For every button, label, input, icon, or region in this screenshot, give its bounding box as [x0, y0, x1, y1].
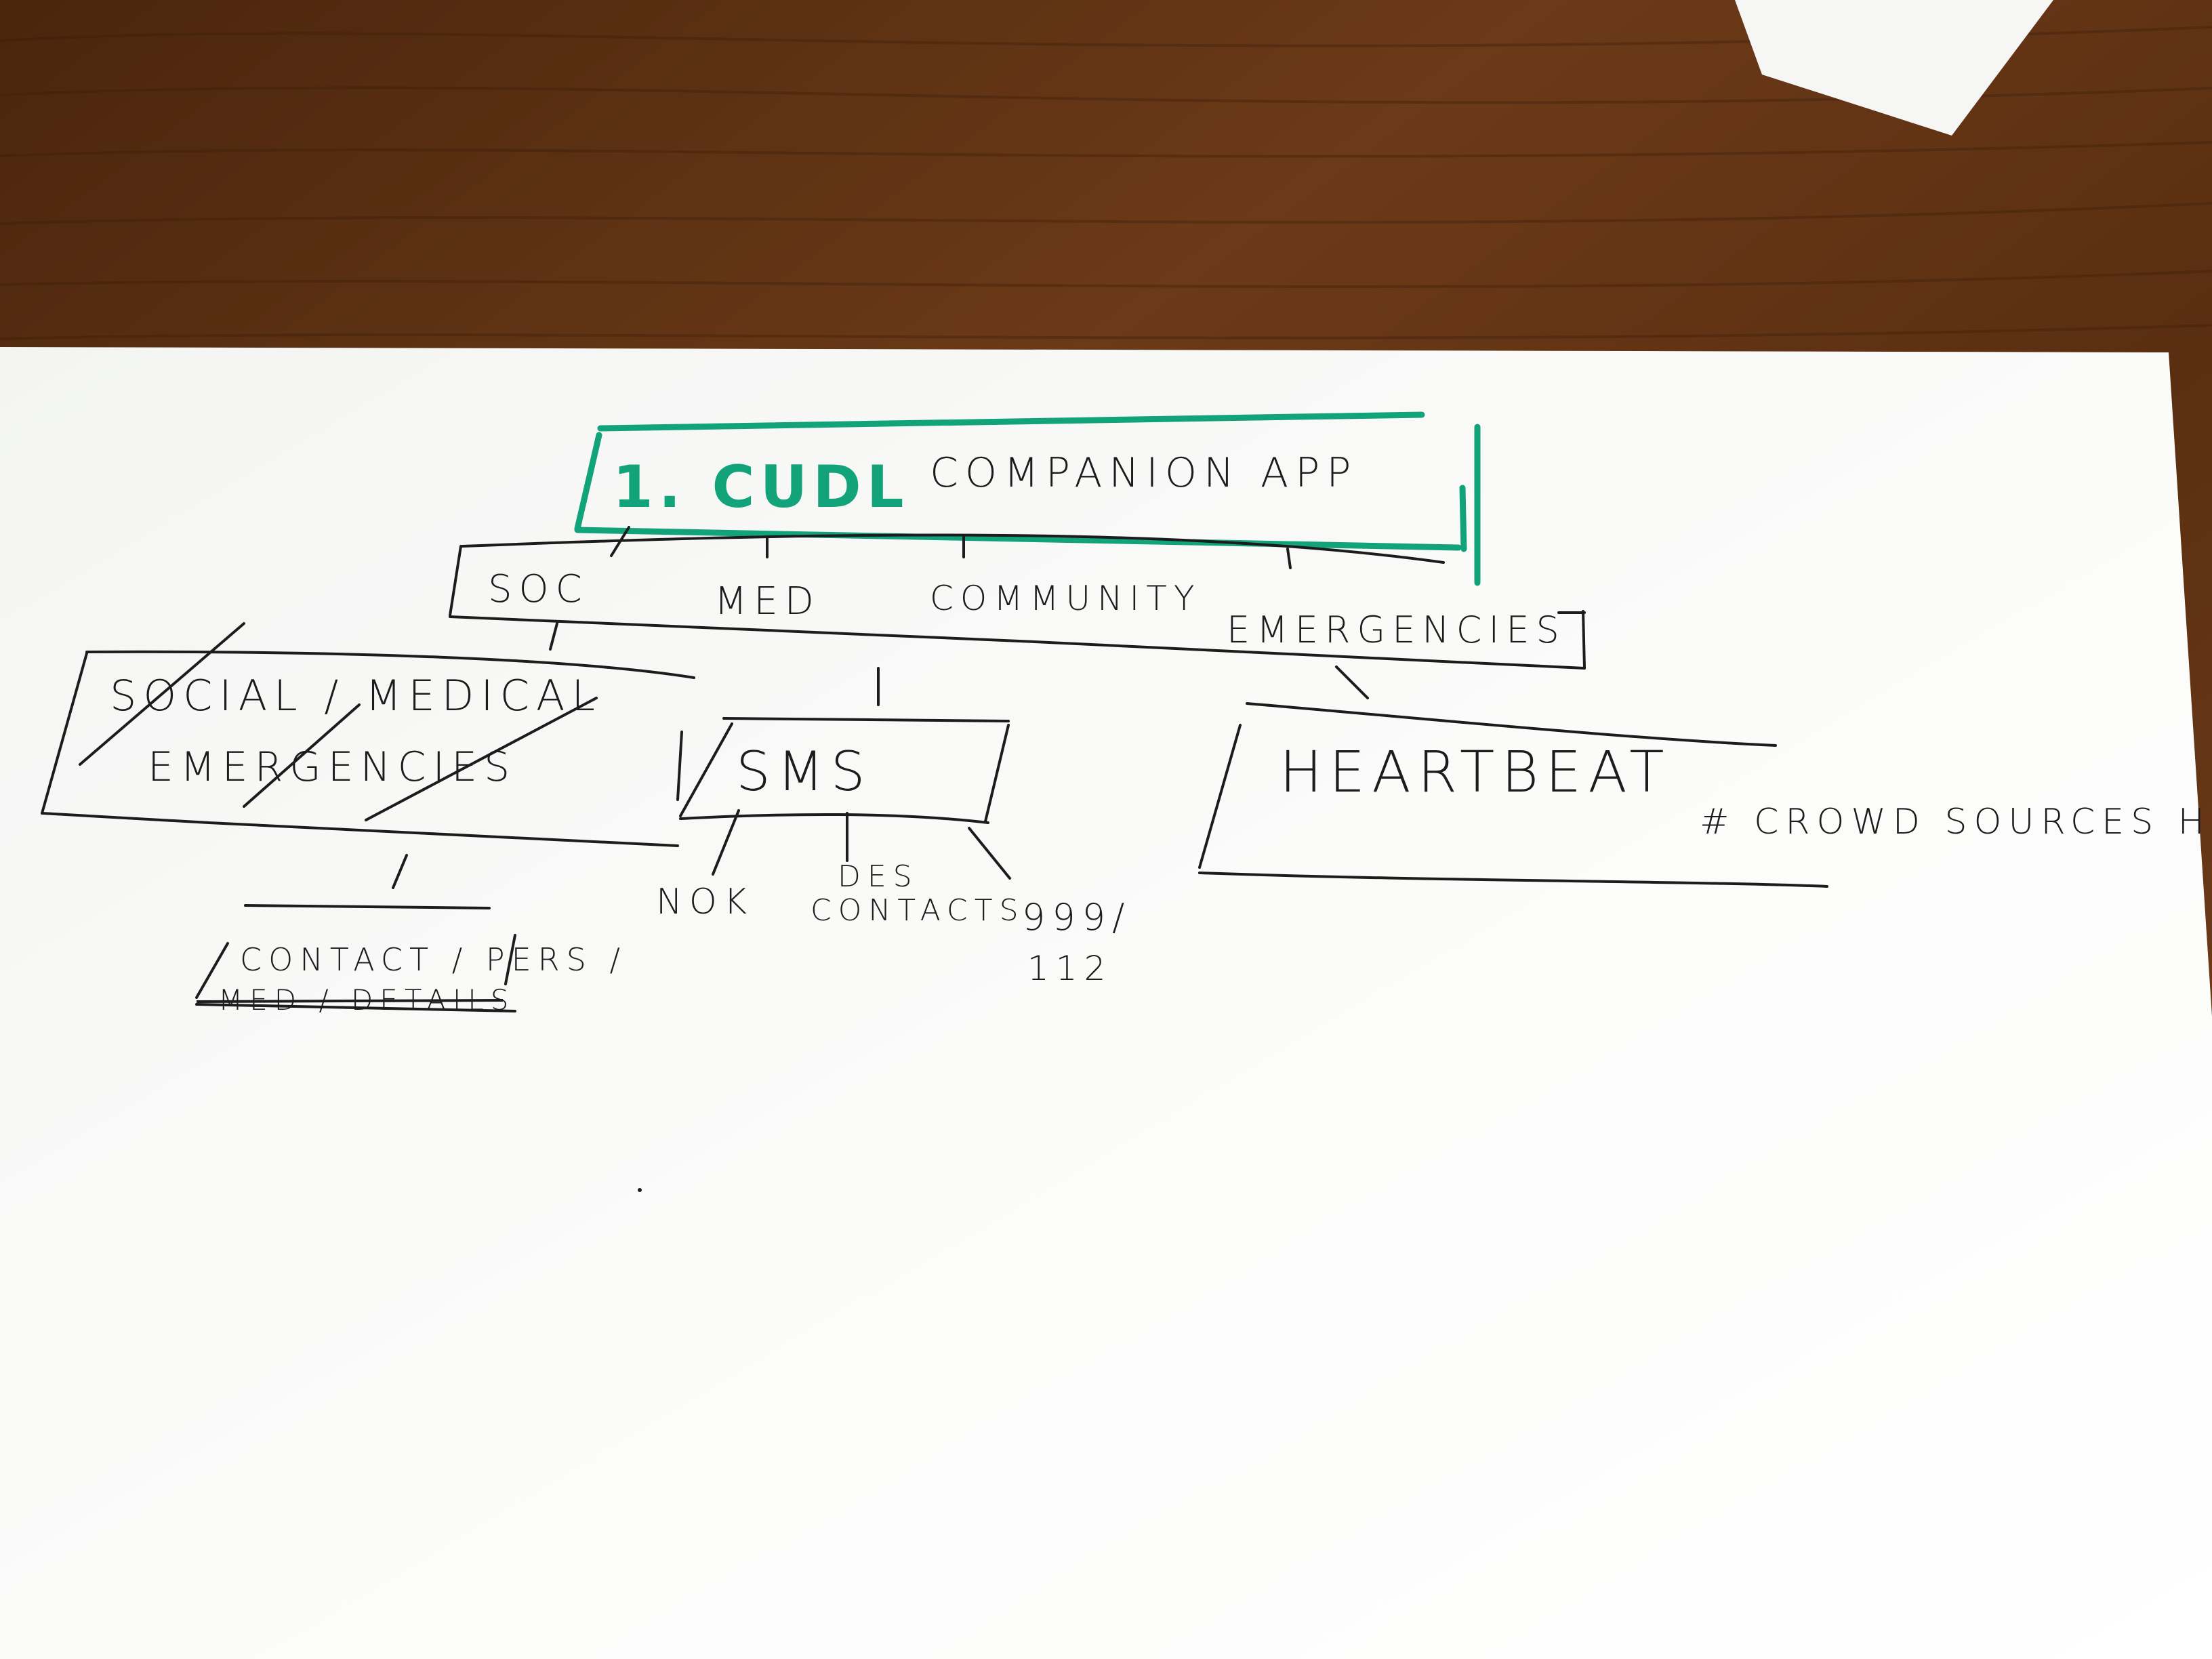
- heartbeat-box: [1198, 702, 1828, 888]
- category-bar: [449, 526, 1586, 670]
- contact-box-line1: CONTACT / PERS /: [240, 941, 627, 978]
- wood-grain: [0, 26, 2212, 340]
- sms-child-nok: NOK: [656, 882, 754, 922]
- social-box-line2: EMERGENCIES: [148, 743, 516, 791]
- sms-box: [676, 717, 1010, 824]
- stray-paper-corner: [1735, 0, 2053, 136]
- title-box: [574, 411, 1481, 586]
- heartbeat-side-note: # CROWD SOURCES HELP: [1700, 802, 2212, 842]
- sms-connectors: [712, 809, 1011, 880]
- category-med: MED: [714, 579, 821, 623]
- title-number: 1. CUDL: [613, 453, 909, 521]
- sms-label: SMS: [736, 740, 872, 803]
- sms-child-112: 112: [1027, 949, 1112, 988]
- social-box-line1: SOCIAL / MEDICAL: [110, 671, 602, 720]
- social-box-strikeout: [79, 622, 598, 821]
- sms-child-contacts: CONTACTS: [811, 893, 1025, 928]
- title-text: COMPANION APP: [930, 449, 1357, 497]
- contact-box-strikeout: [196, 999, 504, 1003]
- category-soc: SOC: [488, 567, 589, 611]
- category-community: COMMUNITY: [930, 579, 1201, 618]
- paper-sheet: [0, 347, 2212, 1659]
- social-medical-box: [41, 650, 695, 847]
- heartbeat-label: HEARTBEAT: [1279, 739, 1671, 805]
- category-emergencies: EMERGENCIES: [1227, 609, 1566, 651]
- category-connectors: [549, 622, 1369, 706]
- contact-connector: [392, 854, 408, 889]
- pen-dot: [638, 1188, 642, 1192]
- sms-child-999: 999/: [1022, 896, 1131, 939]
- contact-box: [195, 904, 516, 1012]
- sms-child-des: DES: [838, 859, 919, 894]
